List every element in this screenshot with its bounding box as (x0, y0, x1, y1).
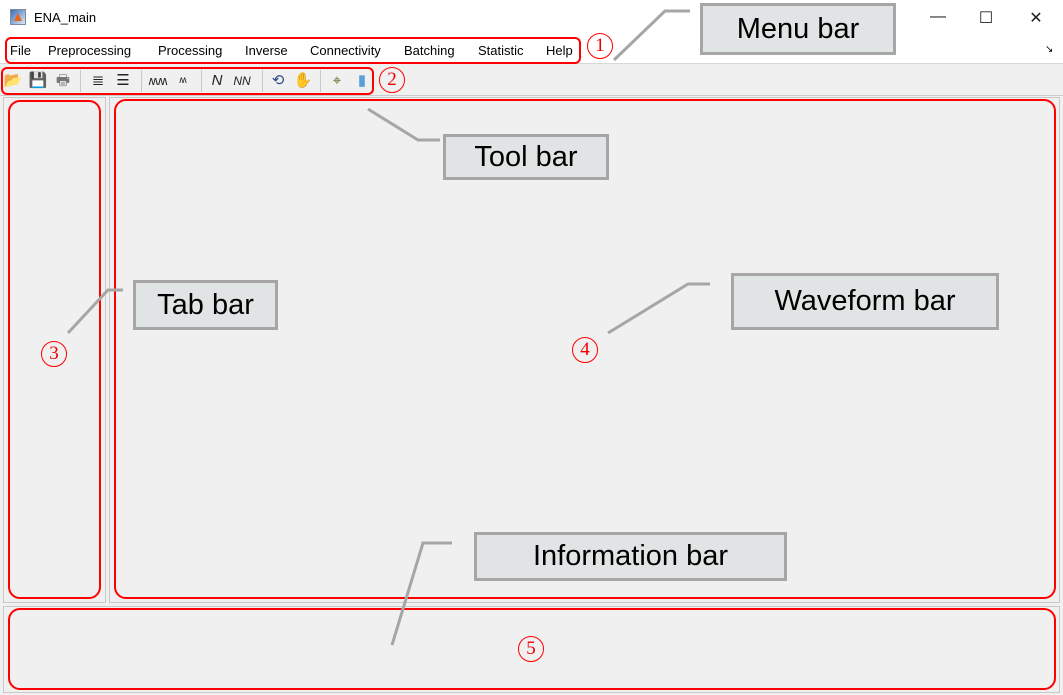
callout-line-info (390, 541, 452, 646)
annotation-number-1: 1 (587, 33, 613, 59)
menu-file[interactable]: File (10, 43, 31, 58)
menu-statistic[interactable]: Statistic (478, 43, 524, 58)
maximize-button[interactable]: ☐ (978, 10, 994, 27)
close-button[interactable]: ✕ (1029, 10, 1043, 27)
sparse-lines-icon[interactable]: ☰ (116, 72, 130, 89)
data-cursor-icon[interactable]: ⌖ (332, 72, 342, 89)
toolbar-separator (80, 70, 81, 92)
open-folder-icon[interactable]: 📂 (3, 72, 23, 89)
toolbar-separator (141, 70, 142, 92)
print-icon[interactable]: 🖶 (55, 72, 71, 89)
waveform-bar-highlight (114, 99, 1056, 599)
menu-connectivity[interactable]: Connectivity (310, 43, 381, 58)
annotation-number-2: 2 (379, 67, 405, 93)
wave-double-icon[interactable]: ΝΝ (233, 74, 251, 88)
information-bar-highlight (8, 608, 1056, 690)
information-bar-label: Information bar (474, 532, 787, 581)
window-title: ENA_main (34, 10, 97, 25)
waveform-bar-label: Waveform bar (731, 273, 999, 330)
tool-bar (0, 65, 1063, 96)
wave-single-icon[interactable]: Ν (211, 72, 223, 89)
matlab-app-icon (10, 9, 26, 25)
menu-bar-highlight (5, 37, 581, 64)
wave-large-icon[interactable]: ʍʍ (148, 73, 168, 88)
callout-line-tool (367, 107, 440, 142)
callout-line-waveform (607, 282, 710, 335)
menu-processing[interactable]: Processing (158, 43, 223, 58)
menu-inverse[interactable]: Inverse (245, 43, 288, 58)
tab-bar-highlight (8, 100, 101, 599)
tool-bar-highlight (1, 67, 374, 95)
tool-bar-label: Tool bar (443, 134, 609, 180)
menu-bar-label: Menu bar (700, 3, 896, 55)
toolbar-separator (262, 70, 263, 92)
colorbar-icon[interactable]: ▮ (357, 72, 367, 89)
toolbar-separator (201, 70, 202, 92)
toolbar-separator (320, 70, 321, 92)
annotation-number-5: 5 (518, 636, 544, 662)
rotate-icon[interactable]: ⟲ (271, 72, 285, 89)
callout-line-tab (66, 288, 123, 335)
tab-bar-label: Tab bar (133, 280, 278, 330)
dense-lines-icon[interactable]: ≣ (91, 72, 105, 89)
save-icon[interactable]: 💾 (28, 72, 48, 89)
callout-line-menu (612, 9, 690, 62)
wave-small-icon[interactable]: ʍ (179, 75, 187, 86)
resize-icon[interactable]: ↘ (1045, 44, 1054, 55)
menu-batching[interactable]: Batching (404, 43, 455, 58)
annotation-number-4: 4 (572, 337, 598, 363)
menu-preprocessing[interactable]: Preprocessing (48, 43, 132, 58)
annotation-number-3: 3 (41, 341, 67, 367)
minimize-button[interactable]: — (930, 8, 946, 25)
menu-help[interactable]: Help (546, 43, 573, 58)
hand-icon[interactable]: ✋ (293, 72, 313, 89)
